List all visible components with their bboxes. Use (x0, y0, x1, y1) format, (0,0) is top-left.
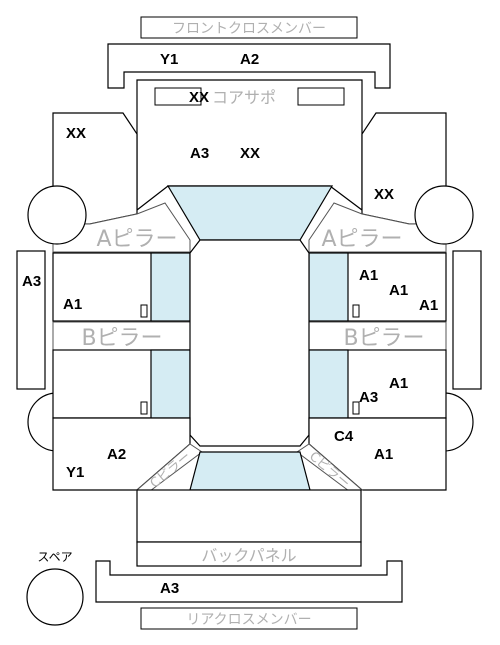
left-front-door-handle (140, 304, 148, 318)
right-b-pillar-label: Bピラー (343, 326, 424, 351)
front-cross-member-label: フロントクロスメンバー (172, 21, 326, 37)
left-a-pillar-label: Aピラー (96, 227, 177, 252)
front-member (107, 43, 391, 89)
left-front-window (150, 252, 191, 322)
back-panel-label: バックパネル (201, 546, 296, 565)
code-quarter-right-1: C4 (334, 428, 354, 445)
rear-member (95, 560, 403, 603)
code-core-support: XX (189, 89, 209, 106)
code-front-door-right-3: A1 (419, 297, 438, 314)
right-quarter-panel (308, 417, 447, 491)
code-hood-left: A3 (190, 145, 209, 162)
spare-label: スペア (37, 550, 72, 564)
core-support-label: コアサポ (212, 88, 276, 107)
right-a-pillar-label: Aピラー (321, 227, 402, 252)
rear-window (189, 451, 311, 491)
front-cross-member: フロントクロスメンバー (140, 16, 358, 39)
right-side-sill (452, 250, 482, 390)
right-rear-door-handle (352, 401, 360, 415)
code-front-member-left: Y1 (160, 51, 178, 68)
code-front-member-right: A2 (240, 51, 259, 68)
code-rear-door-right-2: A3 (359, 389, 378, 406)
right-rear-window (308, 349, 349, 419)
code-quarter-left-1: A2 (107, 446, 126, 463)
code-rear-member: A3 (160, 580, 179, 597)
spare-tire (26, 568, 84, 626)
code-rear-door-right-1: A1 (389, 375, 408, 392)
core-support: コアサポ (154, 87, 345, 107)
left-b-pillar (52, 321, 191, 351)
front-windshield (166, 185, 334, 241)
left-a-pillar (52, 202, 191, 253)
code-side-sill-left: A3 (22, 273, 41, 290)
code-front-door-right-1: A1 (359, 267, 378, 284)
code-fender-left: XX (66, 125, 86, 142)
trunk-panel (136, 489, 362, 543)
left-rear-window (150, 349, 191, 419)
left-rear-door-handle (140, 401, 148, 415)
right-front-door-handle (352, 304, 360, 318)
code-front-door-right-2: A1 (389, 282, 408, 299)
code-quarter-left-2: Y1 (66, 464, 84, 481)
back-panel (136, 541, 362, 567)
code-fender-right: XX (374, 186, 394, 203)
roof (189, 239, 310, 447)
left-side-sill (16, 250, 46, 390)
code-quarter-right-2: A1 (374, 446, 393, 463)
right-front-window (308, 252, 349, 322)
front-right-wheel (414, 185, 474, 245)
rear-cross-member: リアクロスメンバー (140, 607, 358, 630)
code-front-door-left: A1 (63, 296, 82, 313)
rear-cross-member-label: リアクロスメンバー (186, 612, 311, 628)
front-left-wheel (27, 185, 87, 245)
left-b-pillar-label: Bピラー (81, 326, 162, 351)
code-hood-right: XX (240, 145, 260, 162)
right-b-pillar (308, 321, 447, 351)
